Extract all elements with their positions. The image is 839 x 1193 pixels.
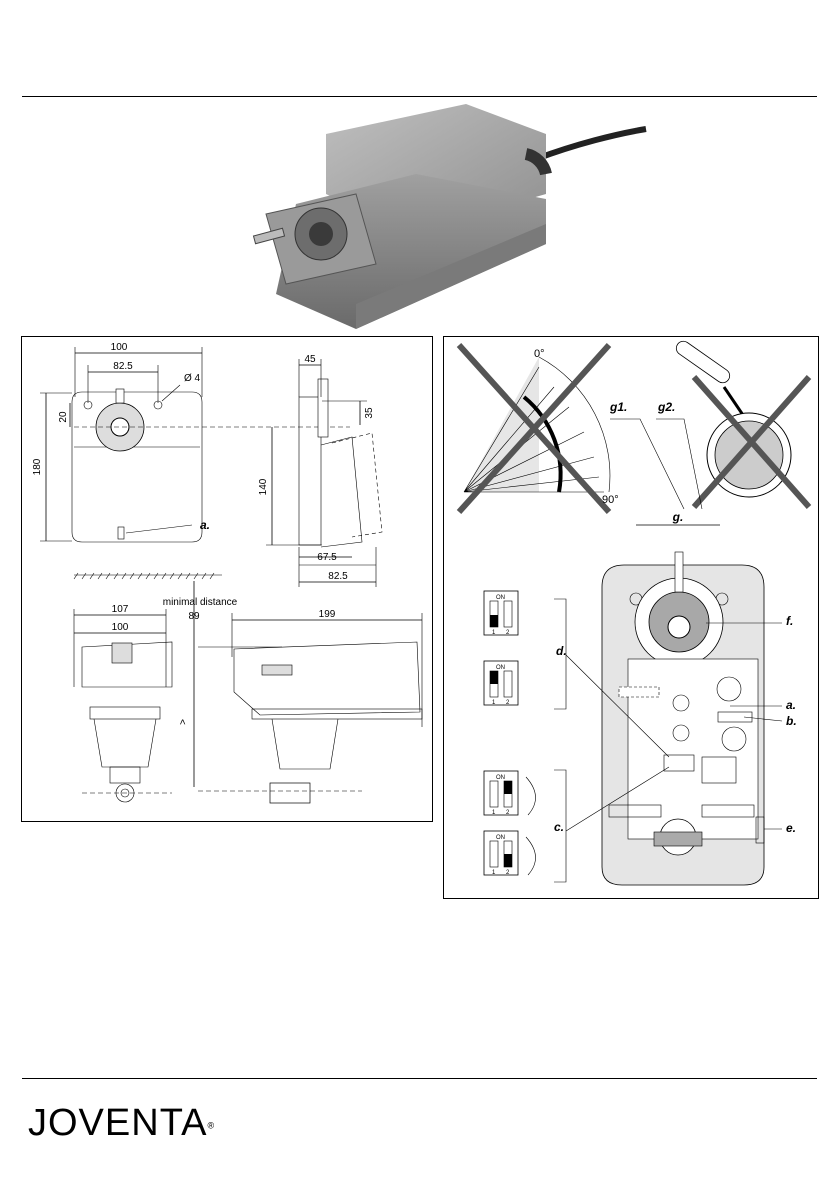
dim-20: 20 (58, 411, 69, 423)
label-a: a. (200, 518, 210, 532)
label-f: f. (786, 614, 793, 628)
dim-89: 89 (188, 611, 200, 622)
valve-views: 107 100 minimal distance 89 199 > (74, 597, 422, 803)
svg-text:ON: ON (496, 665, 505, 671)
dim-100: 100 (111, 342, 128, 353)
dim-diameter: Ø 4 (184, 373, 201, 384)
dim-45: 45 (304, 354, 316, 365)
dim-67-5: 67.5 (317, 552, 337, 563)
dim-107: 107 (112, 604, 129, 615)
side-view: 45 35 140 67.5 82.5 (258, 354, 382, 587)
actuator-interior (602, 552, 764, 885)
minimal-distance-label: minimal distance (163, 597, 238, 608)
label-b: b. (786, 714, 797, 728)
top-rule (22, 96, 817, 97)
angle-90: 90° (602, 494, 619, 506)
label-g: g. (672, 510, 684, 524)
label-a-right: a. (786, 698, 796, 712)
dim-greater-than: > (178, 719, 189, 725)
label-c: c. (554, 820, 564, 834)
svg-text:ON: ON (496, 595, 505, 601)
setting-instructions: 0° 90° g1. g2. g. (444, 337, 818, 898)
label-d: d. (556, 644, 567, 658)
label-g2: g2. (657, 400, 675, 414)
g-leader-lines (610, 419, 702, 509)
dim-199: 199 (319, 609, 336, 620)
svg-text:ON: ON (496, 835, 505, 841)
dip-switch-1: ON 1 2 (484, 591, 518, 636)
registered-mark: ® (207, 1121, 214, 1131)
dip-switch-2: ON 1 2 (484, 661, 518, 706)
label-e: e. (786, 821, 796, 835)
dimension-drawing-panel: 100 82.5 Ø 4 20 180 a. 45 35 140 67.5 82… (21, 336, 433, 822)
dim-82-5: 82.5 (113, 361, 133, 372)
front-view: 100 82.5 Ø 4 20 180 a. (32, 342, 210, 542)
manual-override-diagram (674, 338, 809, 507)
dimension-drawing: 100 82.5 Ø 4 20 180 a. 45 35 140 67.5 82… (22, 337, 432, 821)
joventa-logo: JOVENTA® (28, 1102, 214, 1152)
angle-scale-diagram: 0° 90° (459, 345, 619, 512)
dim-180: 180 (32, 458, 43, 475)
dim-100-bottom: 100 (112, 622, 129, 633)
dip-switch-3: ON 1 2 (484, 771, 536, 816)
label-g1: g1. (609, 400, 627, 414)
brand-name: JOVENTA (28, 1102, 207, 1144)
actuator-photo (236, 104, 656, 334)
setting-instructions-panel: 0° 90° g1. g2. g. (443, 336, 819, 899)
angle-0: 0° (534, 348, 545, 360)
bottom-rule (22, 1078, 817, 1079)
dim-82-5-side: 82.5 (328, 571, 348, 582)
dim-35: 35 (364, 407, 375, 419)
svg-text:ON: ON (496, 775, 505, 781)
dim-140: 140 (258, 478, 269, 495)
dip-switch-4: ON 1 2 (484, 831, 536, 876)
